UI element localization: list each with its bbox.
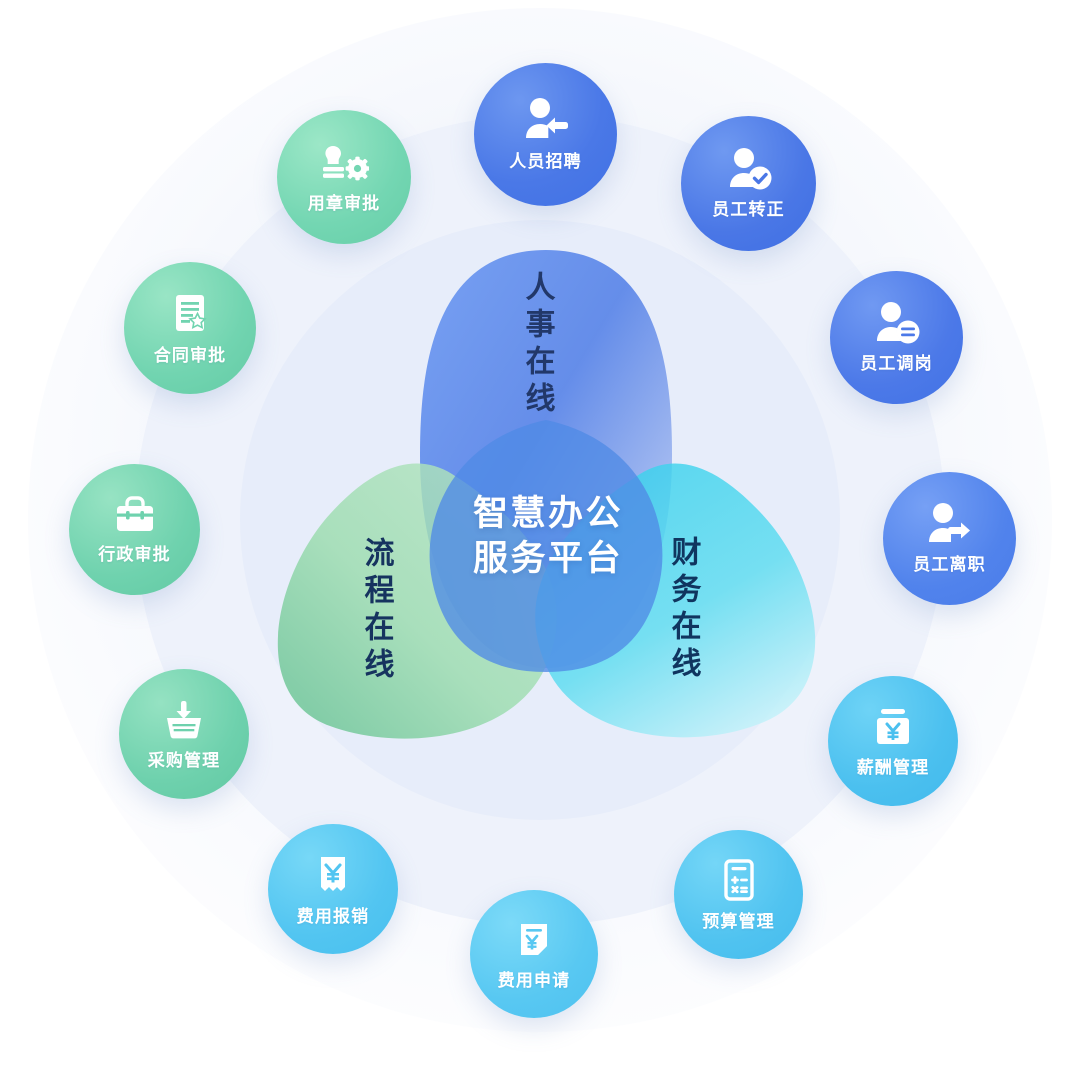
node-resignation-label: 员工离职: [913, 555, 986, 574]
venn-label-process: 流程在线: [359, 537, 393, 685]
person-check-icon: [724, 147, 774, 191]
node-seal-label: 用章审批: [307, 193, 381, 213]
node-contract[interactable]: 合同审批: [124, 262, 256, 394]
node-regularization-label: 员工转正: [712, 200, 785, 219]
center-title-line1: 智慧办公: [472, 494, 623, 533]
yen-document-icon: [512, 918, 556, 962]
node-seal[interactable]: 用章审批: [277, 110, 411, 244]
yen-box-icon: [869, 705, 917, 749]
node-transfer-label: 员工调岗: [860, 354, 933, 373]
node-regularization[interactable]: 员工转正: [681, 116, 816, 251]
venn-label-finance: 财务在线: [666, 536, 700, 684]
node-procurement-label: 采购管理: [147, 750, 221, 770]
node-transfer[interactable]: 员工调岗: [830, 271, 963, 404]
basket-download-icon: [161, 698, 207, 742]
node-procurement[interactable]: 采购管理: [119, 669, 249, 799]
calculator-icon: [716, 857, 762, 903]
node-budget-label: 预算管理: [702, 912, 775, 931]
node-administrative-label: 行政审批: [98, 545, 171, 564]
node-administrative[interactable]: 行政审批: [69, 464, 200, 595]
briefcase-icon: [111, 494, 159, 536]
center-title: 智慧办公 服务平台: [418, 492, 678, 582]
stamp-gear-icon: [319, 141, 370, 185]
person-arrow-out-icon: [924, 502, 976, 546]
node-budget[interactable]: 预算管理: [674, 830, 803, 959]
node-salary-label: 薪酬管理: [856, 757, 930, 777]
node-contract-label: 合同审批: [153, 345, 227, 365]
venn-label-hr: 人事在线: [520, 271, 554, 419]
node-expense-apply[interactable]: 费用申请: [470, 890, 598, 1018]
node-salary[interactable]: 薪酬管理: [828, 676, 958, 806]
yen-receipt-icon: [312, 852, 354, 898]
node-reimbursement-label: 费用报销: [296, 906, 370, 926]
venn-lobes: [277, 250, 816, 739]
center-title-line2: 服务平台: [472, 538, 623, 578]
node-recruitment[interactable]: 人员招聘: [474, 63, 617, 206]
person-arrow-in-icon: [520, 97, 572, 143]
node-recruitment-label: 人员招聘: [509, 152, 582, 171]
node-reimbursement[interactable]: 费用报销: [268, 824, 398, 954]
node-resignation[interactable]: 员工离职: [883, 472, 1016, 605]
person-exchange-icon: [872, 301, 922, 345]
node-expense-apply-label: 费用申请: [497, 970, 571, 990]
venn-core: [429, 420, 663, 672]
document-seal-icon: [168, 291, 212, 337]
